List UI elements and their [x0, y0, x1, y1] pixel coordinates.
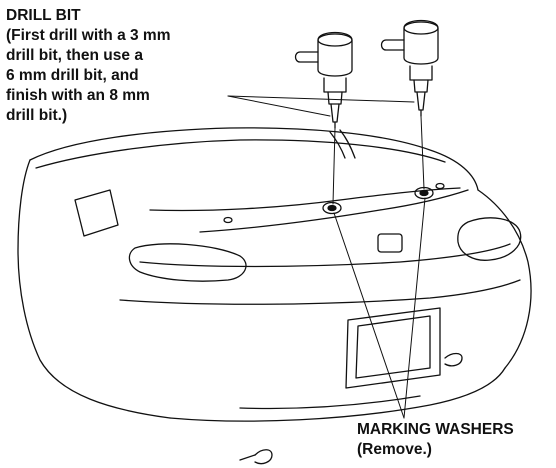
left-side-reflector	[74, 189, 119, 237]
marking-washers-callout: MARKING WASHERS (Remove.)	[357, 420, 514, 460]
marking-washers-note: (Remove.)	[357, 441, 432, 458]
right-tail-light	[457, 217, 522, 261]
marking-washer-right	[414, 186, 434, 200]
drill-bit-line-4: finish with an 8 mm	[6, 87, 150, 104]
drill-bit-line-1: (First drill with a 3 mm	[6, 27, 171, 44]
marking-washers-title: MARKING WASHERS	[357, 421, 514, 438]
drill-bit-leaders	[227, 95, 415, 117]
drill-bit-line-5: drill bit.)	[6, 107, 68, 124]
drill-left-icon	[294, 31, 353, 129]
trunk-emblem	[377, 233, 403, 253]
left-tail-light	[128, 243, 247, 282]
marking-washer-leaders	[333, 197, 426, 419]
drill-bit-title: DRILL BIT	[6, 7, 81, 24]
drill-bit-callout: DRILL BIT (First drill with a 3 mm drill…	[6, 6, 171, 126]
drill-bit-line-2: drill bit, then use a	[6, 47, 143, 64]
trunk-lid	[29, 127, 479, 233]
exhaust-tips	[239, 352, 463, 465]
license-plate-recess	[345, 307, 441, 389]
rear-body	[17, 159, 532, 422]
marking-washer-left	[322, 201, 342, 215]
drill-bit-line-3: 6 mm drill bit, and	[6, 67, 139, 84]
drill-right-icon	[380, 19, 439, 117]
